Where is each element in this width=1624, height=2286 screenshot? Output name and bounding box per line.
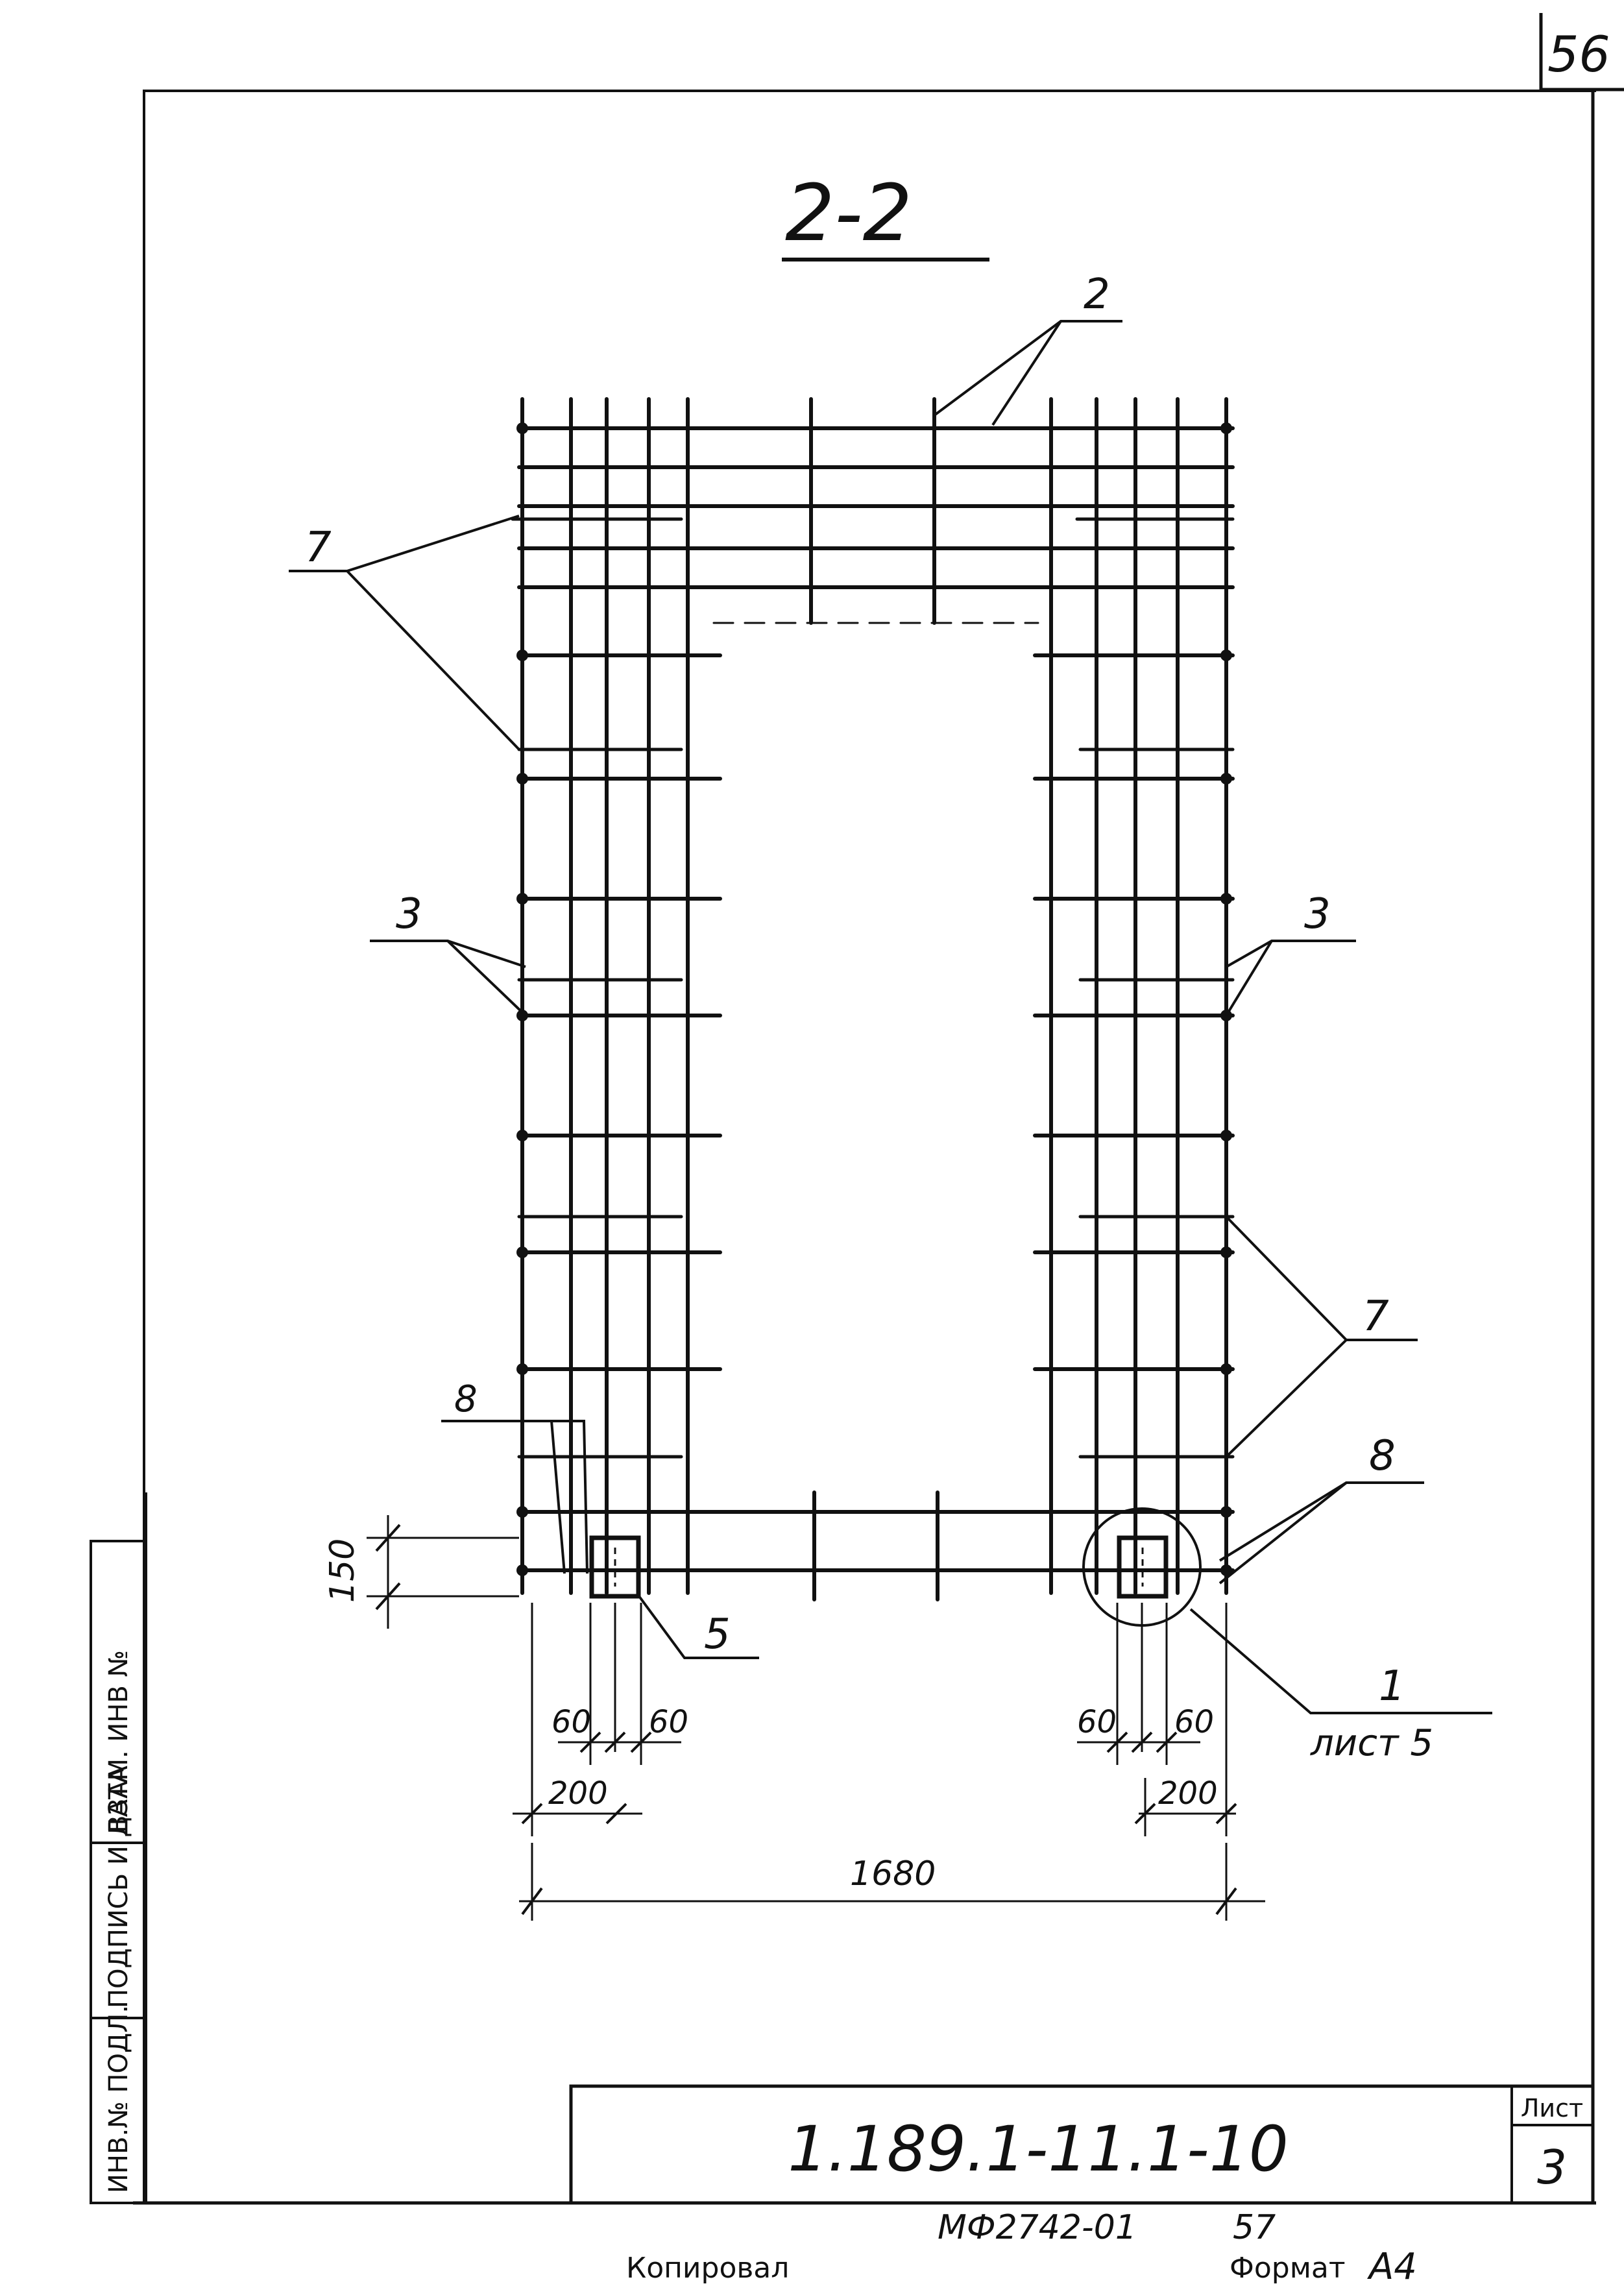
callout-labels: 2 7 3 3 7 8 8 5 1 лист 5 (305, 271, 1433, 1764)
callout-7-left: 7 (305, 524, 332, 572)
footer-copied: Копировал (626, 2252, 789, 2285)
stamp-inv-podl: ИНВ.№ ПОДЛ. (104, 2005, 134, 2193)
dimension-labels: 150 60 60 200 60 60 200 1680 (323, 1538, 1218, 1893)
callout-2: 2 (1084, 271, 1110, 319)
dim-60-left-1: 60 (551, 1704, 591, 1740)
callout-1-sheet: лист 5 (1310, 1722, 1433, 1764)
footer-code: МФ2742-01 (938, 2208, 1137, 2247)
callout-8-right: 8 (1369, 1432, 1396, 1480)
dim-200-right: 200 (1158, 1775, 1218, 1812)
callout-3-left: 3 (396, 890, 422, 938)
dim-60-right-1: 60 (1077, 1704, 1117, 1740)
stamp-signature-date: ПОДПИСЬ И ДАТА (104, 1765, 134, 2008)
embedded-plates (589, 1507, 1202, 1627)
callout-8-left: 8 (454, 1378, 478, 1420)
callout-1: 1 (1379, 1662, 1405, 1710)
dim-1680: 1680 (850, 1854, 936, 1893)
footer-code-number: 57 (1233, 2208, 1276, 2247)
dim-200-left: 200 (548, 1775, 608, 1812)
callout-7-right: 7 (1363, 1293, 1389, 1341)
sheet-label: Лист (1521, 2094, 1583, 2122)
bar-end-dots (516, 422, 1232, 1576)
rebar-cage (511, 397, 1235, 1601)
document-designation: 1.189.1-11.1-10 (788, 2113, 1289, 2185)
stamp-replacement-inv: ВЗАМ. ИНВ № (104, 1650, 134, 1833)
callout-3-right: 3 (1304, 890, 1331, 938)
sheet-number: 3 (1537, 2140, 1567, 2195)
section-title: 2-2 (785, 169, 912, 259)
side-stamp: ИНВ.№ ПОДЛ. ПОДПИСЬ И ДАТА ВЗАМ. ИНВ № (90, 1492, 147, 2204)
footer: МФ2742-01 57 Копировал Формат А4 (626, 2208, 1417, 2286)
dim-60-right-2: 60 (1174, 1704, 1214, 1740)
section-title-group: 2-2 (782, 169, 989, 261)
callout-5: 5 (704, 1611, 731, 1659)
dim-150: 150 (323, 1538, 362, 1603)
page-number-box: 56 (1539, 13, 1624, 91)
page-number: 56 (1547, 25, 1610, 83)
title-block: 1.189.1-11.1-10 Лист 3 (569, 2084, 1595, 2205)
dim-60-left-2: 60 (649, 1704, 688, 1740)
footer-format-label: Формат (1230, 2252, 1346, 2285)
leader-lines (289, 320, 1492, 1714)
footer-format-value: А4 (1367, 2246, 1417, 2286)
dimension-lines (367, 1515, 1265, 1921)
